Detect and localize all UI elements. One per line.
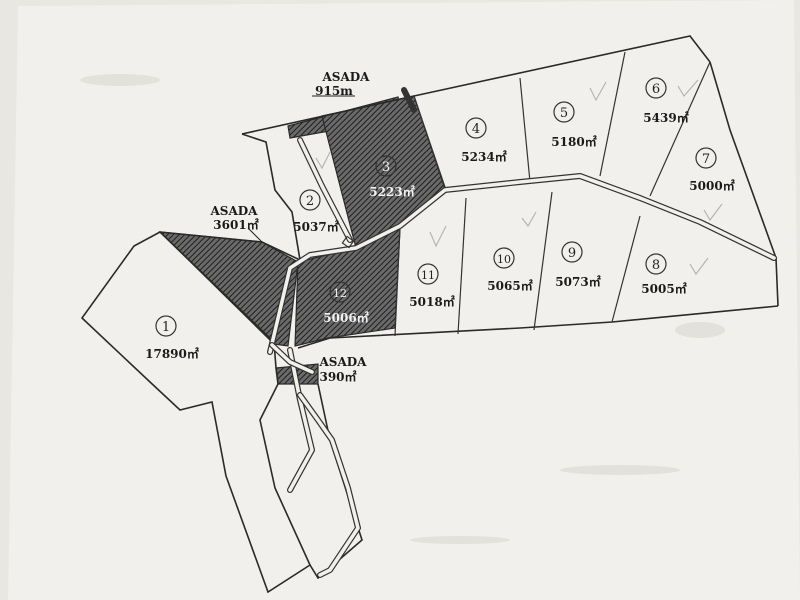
lot-7-area: 5000㎡ <box>689 178 734 193</box>
lot-10-number: 10 <box>497 253 511 266</box>
lot-4-number: 4 <box>472 122 480 137</box>
asada-top-name: ASADA <box>321 70 370 84</box>
asada-south-area: 390㎡ <box>319 369 356 384</box>
lot-3-area: 5223㎡ <box>369 184 414 199</box>
lot-5-area: 5180㎡ <box>551 134 596 149</box>
lot-1-number: 1 <box>162 320 170 335</box>
pencil-checkmarks <box>315 79 723 276</box>
lot-12-number: 12 <box>333 287 347 300</box>
lot-4-circle <box>465 117 487 139</box>
survey-marker <box>341 235 355 249</box>
lot-5-number: 5 <box>560 106 568 121</box>
lot-11-circle <box>417 263 439 285</box>
lot-2-number: 2 <box>306 194 314 209</box>
lot-6-number: 6 <box>652 82 660 97</box>
lot-5-circle <box>553 101 575 123</box>
lot-10-circle <box>493 247 515 269</box>
lot-12-area: 5006㎡ <box>323 310 368 325</box>
south-spur-boundary <box>309 383 363 580</box>
asada-west-name: ASADA <box>209 204 258 218</box>
lot-1-boundary <box>80 231 312 594</box>
lot-1-area: 17890㎡ <box>145 346 199 361</box>
lot-7-number: 7 <box>702 152 710 167</box>
lot-2-area: 5037㎡ <box>293 219 338 234</box>
lot-6-area: 5439㎡ <box>643 110 688 125</box>
lot-8-number: 8 <box>652 258 660 273</box>
lot-8-circle <box>645 253 667 275</box>
lot-number-circles <box>155 77 717 337</box>
copy-smudges <box>80 74 725 544</box>
lot-7-circle <box>695 147 717 169</box>
lot-3-circle <box>375 155 397 177</box>
lot-11-number: 11 <box>421 269 435 282</box>
lot-10-area: 5065㎡ <box>487 278 532 293</box>
lot-9-circle <box>561 241 583 263</box>
lot-divisions <box>394 51 711 337</box>
lot-1-circle <box>155 315 177 337</box>
lot-9-number: 9 <box>568 246 576 261</box>
lot-4-area: 5234㎡ <box>461 149 506 164</box>
asada-top-area: 915m <box>315 84 353 98</box>
south-boundary-east <box>297 305 779 349</box>
lot-2-circle <box>299 189 321 211</box>
north-boundary <box>241 35 711 135</box>
paper-sheet <box>8 0 800 600</box>
lot-3-number: 3 <box>382 160 390 175</box>
asada-west-leader <box>247 227 263 243</box>
lot-12-circle <box>329 281 351 303</box>
asada-south-name: ASADA <box>318 355 367 369</box>
lot-11-area: 5018㎡ <box>409 294 454 309</box>
lot-9-area: 5073㎡ <box>555 274 600 289</box>
lot-6-circle <box>645 77 667 99</box>
road-network <box>267 87 777 578</box>
east-boundary <box>709 61 779 307</box>
lot-8-area: 5005㎡ <box>641 281 686 296</box>
asada-west-area: 3601㎡ <box>213 217 258 232</box>
